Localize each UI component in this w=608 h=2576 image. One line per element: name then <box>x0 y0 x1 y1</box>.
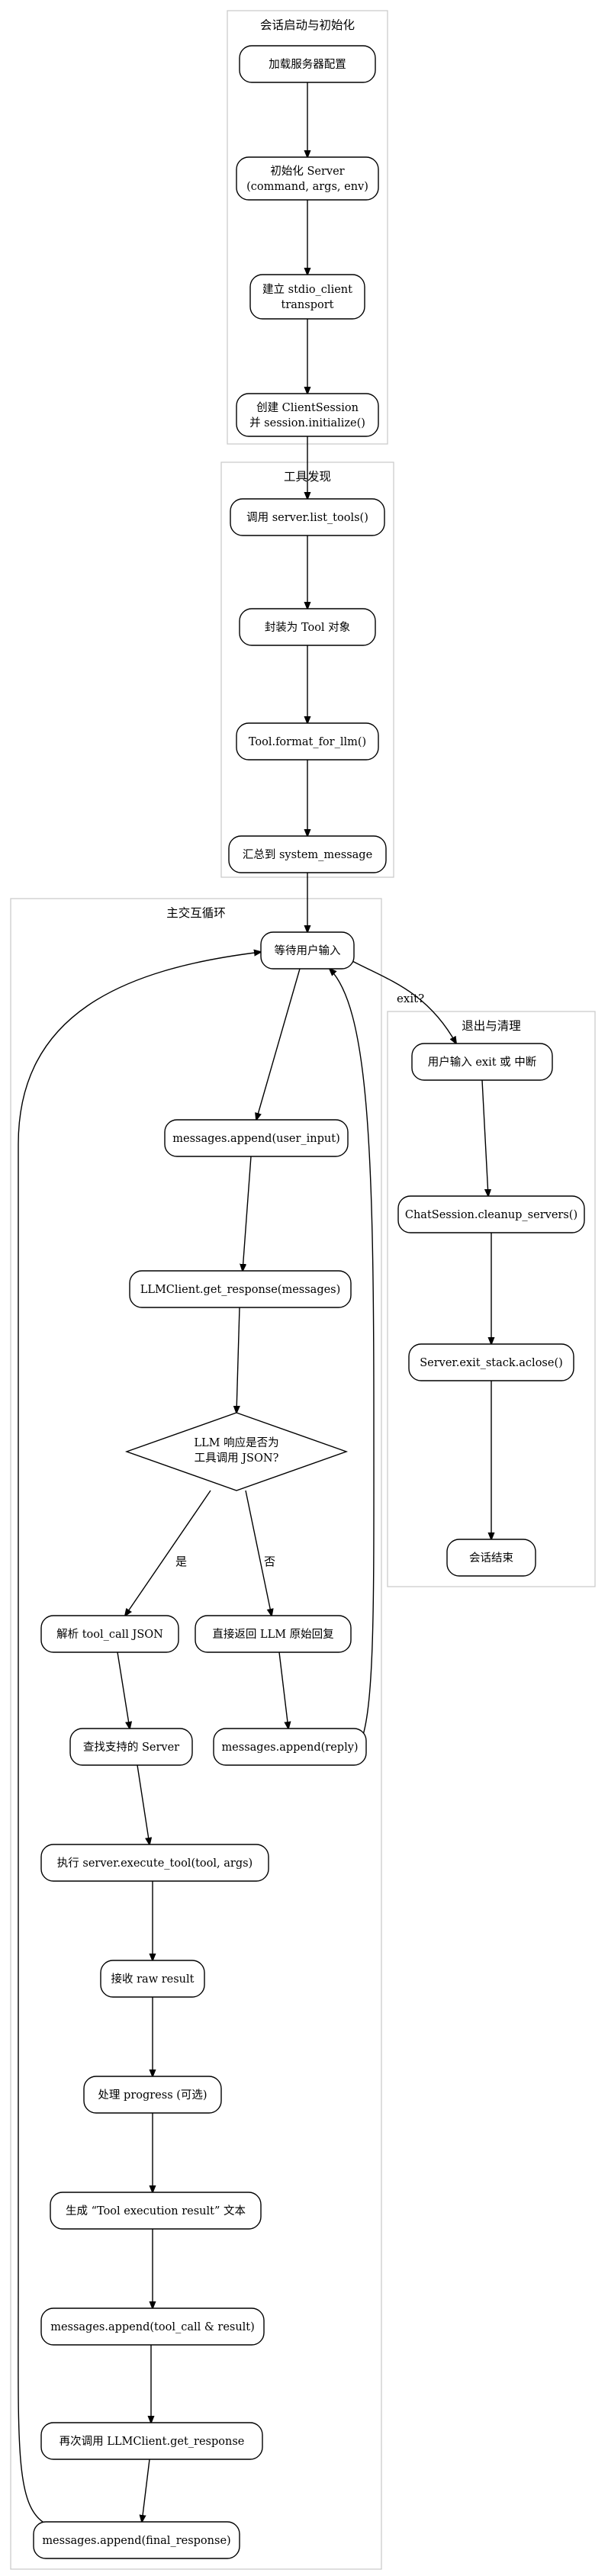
node-label: 再次调用 LLMClient.get_response <box>60 2435 245 2448</box>
node-label: 等待用户输入 <box>275 944 341 957</box>
edges <box>18 82 491 2522</box>
svg-text:创建 ClientSession: 创建 ClientSession <box>256 401 359 414</box>
edge-label-exit: exit? <box>397 992 424 1005</box>
node-label: 解析 tool_call JSON <box>56 1628 163 1641</box>
node-label: messages.append(final_response) <box>42 2535 230 2547</box>
node-raw-result: 接收 raw result <box>100 1960 205 1998</box>
cluster-exit-title: 退出与清理 <box>462 1019 521 1033</box>
svg-text:汇总到 system_message: 汇总到 system_message <box>243 848 372 861</box>
node-wait-input: 等待用户输入 <box>260 931 355 970</box>
svg-text:(command, args, env): (command, args, env) <box>246 181 368 193</box>
svg-text:处理 progress (可选): 处理 progress (可选) <box>98 2089 207 2102</box>
node-system-message: 汇总到 system_message <box>228 835 387 873</box>
svg-text:messages.append(reply): messages.append(reply) <box>221 1741 358 1754</box>
node-init-server: 初始化 Server (command, args, env) <box>236 156 379 201</box>
node-stdio-client: 建立 stdio_client transport <box>249 274 365 320</box>
node-format-for-llm: Tool.format_for_llm() <box>236 722 379 761</box>
node-label: messages.append(reply) <box>221 1741 358 1754</box>
svg-text:Tool.format_for_llm(): Tool.format_for_llm() <box>249 736 366 748</box>
node-label: 处理 progress (可选) <box>98 2089 207 2102</box>
svg-text:再次调用 LLMClient.get_response: 再次调用 LLMClient.get_response <box>60 2435 245 2448</box>
node-label: 加载服务器配置 <box>269 58 346 71</box>
node-generate-text: 生成 “Tool execution result” 文本 <box>50 2192 262 2230</box>
node-label: (command, args, env) <box>246 181 368 193</box>
edge-label-no: 否 <box>264 1555 275 1568</box>
node-progress: 处理 progress (可选) <box>83 2076 222 2114</box>
node-label: Tool.format_for_llm() <box>249 736 366 748</box>
node-label: 初始化 Server <box>270 165 344 178</box>
node-list-tools: 调用 server.list_tools() <box>230 498 385 536</box>
svg-text:初始化 Server: 初始化 Server <box>270 165 344 178</box>
svg-text:LLMClient.get_response(message: LLMClient.get_response(messages) <box>140 1284 341 1296</box>
node-decision: LLM 响应是否为 工具调用 JSON? <box>124 1412 349 1491</box>
svg-text:messages.append(tool_call & re: messages.append(tool_call & result) <box>50 2321 255 2333</box>
node-wrap-tool: 封装为 Tool 对象 <box>239 608 376 646</box>
node-label: messages.append(user_input) <box>172 1133 339 1145</box>
node-label: 汇总到 system_message <box>243 848 372 861</box>
node-label: 直接返回 LLM 原始回复 <box>212 1627 333 1641</box>
node-find-server: 查找支持的 Server <box>69 1728 193 1766</box>
node-label: 建立 stdio_client <box>262 283 352 296</box>
svg-text:会话结束: 会话结束 <box>469 1552 513 1565</box>
node-cleanup-servers: ChatSession.cleanup_servers() <box>397 1195 585 1233</box>
node-label: Server.exit_stack.aclose() <box>420 1357 563 1369</box>
edge-label-yes: 是 <box>175 1555 187 1568</box>
node-label: 执行 server.execute_tool(tool, args) <box>57 1857 253 1870</box>
node-label: LLMClient.get_response(messages) <box>140 1284 341 1296</box>
svg-text:直接返回 LLM 原始回复: 直接返回 LLM 原始回复 <box>212 1627 333 1641</box>
svg-text:LLM 响应是否为: LLM 响应是否为 <box>194 1436 278 1449</box>
node-label: messages.append(tool_call & result) <box>50 2321 255 2333</box>
svg-text:messages.append(user_input): messages.append(user_input) <box>172 1133 339 1145</box>
node-label: 并 session.initialize() <box>249 416 365 429</box>
svg-text:等待用户输入: 等待用户输入 <box>275 944 341 957</box>
svg-text:messages.append(final_response: messages.append(final_response) <box>42 2535 230 2547</box>
node-label: ChatSession.cleanup_servers() <box>405 1209 577 1221</box>
cluster-init-title: 会话启动与初始化 <box>260 18 355 32</box>
node-aclose: Server.exit_stack.aclose() <box>408 1343 574 1381</box>
cluster-loop: 主交互循环 <box>10 898 382 2570</box>
svg-text:Server.exit_stack.aclose(): Server.exit_stack.aclose() <box>420 1357 563 1369</box>
node-direct-return: 直接返回 LLM 原始回复 <box>195 1615 352 1653</box>
node-label: 创建 ClientSession <box>256 401 359 414</box>
node-label: 用户输入 exit 或 中断 <box>428 1056 537 1069</box>
svg-text:ChatSession.cleanup_servers(): ChatSession.cleanup_servers() <box>405 1209 577 1221</box>
node-call-again: 再次调用 LLMClient.get_response <box>40 2422 263 2460</box>
node-client-session: 创建 ClientSession 并 session.initialize() <box>236 393 379 437</box>
node-label: 生成 “Tool execution result” 文本 <box>66 2205 246 2217</box>
svg-text:并 session.initialize(): 并 session.initialize() <box>249 416 365 429</box>
node-label: 封装为 Tool 对象 <box>265 621 350 634</box>
node-label: 接收 raw result <box>111 1973 195 1986</box>
node-label: LLM 响应是否为 <box>194 1436 278 1449</box>
svg-text:封装为 Tool 对象: 封装为 Tool 对象 <box>265 621 350 634</box>
cluster-exit: 退出与清理 <box>387 1011 596 1587</box>
node-append-final: messages.append(final_response) <box>33 2521 240 2559</box>
node-load-config: 加载服务器配置 <box>239 45 376 83</box>
node-append-tool-call: messages.append(tool_call & result) <box>40 2307 265 2346</box>
node-session-end: 会话结束 <box>446 1539 536 1577</box>
svg-text:调用 server.list_tools(): 调用 server.list_tools() <box>246 511 368 524</box>
svg-text:解析 tool_call JSON: 解析 tool_call JSON <box>56 1628 163 1641</box>
svg-text:执行 server.execute_tool(tool, a: 执行 server.execute_tool(tool, args) <box>57 1857 253 1870</box>
node-label: transport <box>281 299 334 311</box>
node-label: 工具调用 JSON? <box>195 1452 279 1465</box>
node-label: 调用 server.list_tools() <box>246 511 368 524</box>
node-get-response: LLMClient.get_response(messages) <box>129 1270 352 1308</box>
svg-text:生成 “Tool execution result” 文本: 生成 “Tool execution result” 文本 <box>66 2205 246 2217</box>
node-parse-tool-call: 解析 tool_call JSON <box>40 1615 179 1653</box>
svg-text:transport: transport <box>281 299 334 311</box>
svg-text:查找支持的 Server: 查找支持的 Server <box>83 1741 179 1754</box>
node-label: 查找支持的 Server <box>83 1741 179 1754</box>
node-append-reply: messages.append(reply) <box>213 1728 367 1766</box>
svg-text:用户输入 exit 或 中断: 用户输入 exit 或 中断 <box>428 1056 537 1069</box>
svg-text:加载服务器配置: 加载服务器配置 <box>269 58 346 71</box>
node-execute-tool: 执行 server.execute_tool(tool, args) <box>40 1844 269 1882</box>
svg-text:接收 raw result: 接收 raw result <box>111 1973 195 1986</box>
node-user-exit: 用户输入 exit 或 中断 <box>411 1043 553 1081</box>
node-append-user-input: messages.append(user_input) <box>164 1119 349 1157</box>
cluster-loop-title: 主交互循环 <box>166 906 226 920</box>
node-label: 会话结束 <box>469 1552 513 1565</box>
svg-text:建立 stdio_client: 建立 stdio_client <box>262 283 352 296</box>
svg-text:工具调用 JSON?: 工具调用 JSON? <box>195 1452 279 1465</box>
